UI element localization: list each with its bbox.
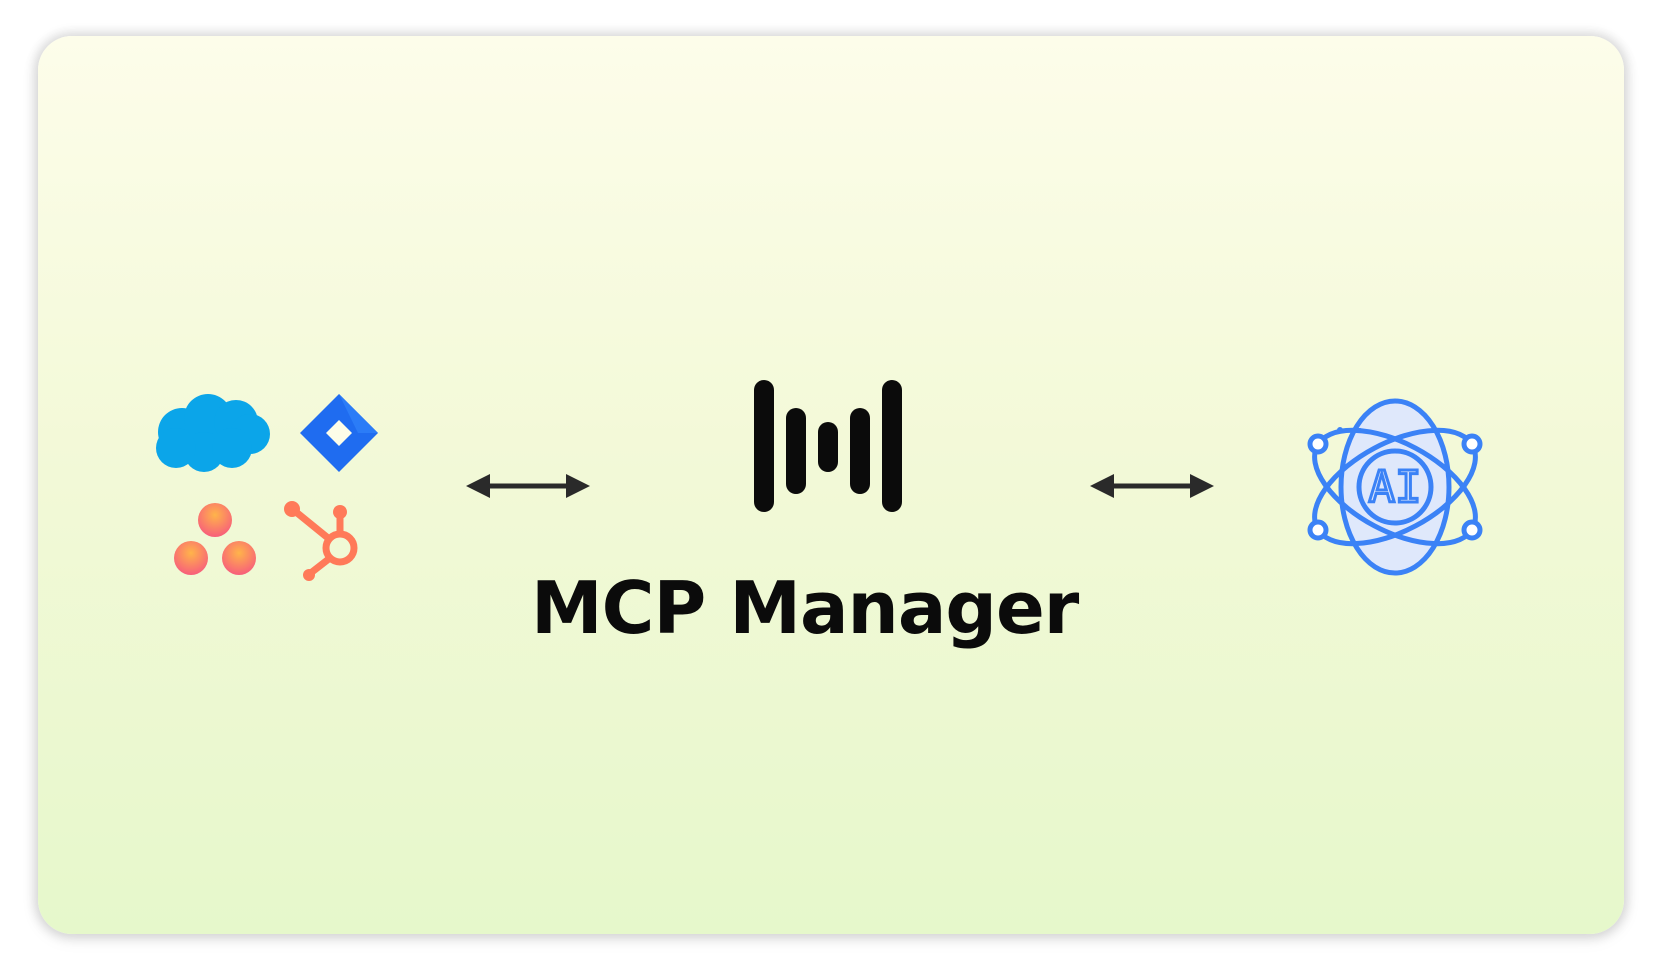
ai-atom-icon: AI [1307, 398, 1483, 576]
bidirectional-arrow-icon [466, 474, 590, 498]
mcp-manager-label: MCP Manager [531, 566, 1079, 650]
mcp-manager-logo-icon [754, 380, 902, 512]
jira-icon [300, 394, 378, 472]
hubspot-icon [284, 501, 358, 581]
bidirectional-arrow-icon [1090, 474, 1214, 498]
asana-icon [174, 503, 256, 575]
salesforce-icon [156, 394, 270, 472]
ai-icon-text: AI [1369, 462, 1422, 513]
